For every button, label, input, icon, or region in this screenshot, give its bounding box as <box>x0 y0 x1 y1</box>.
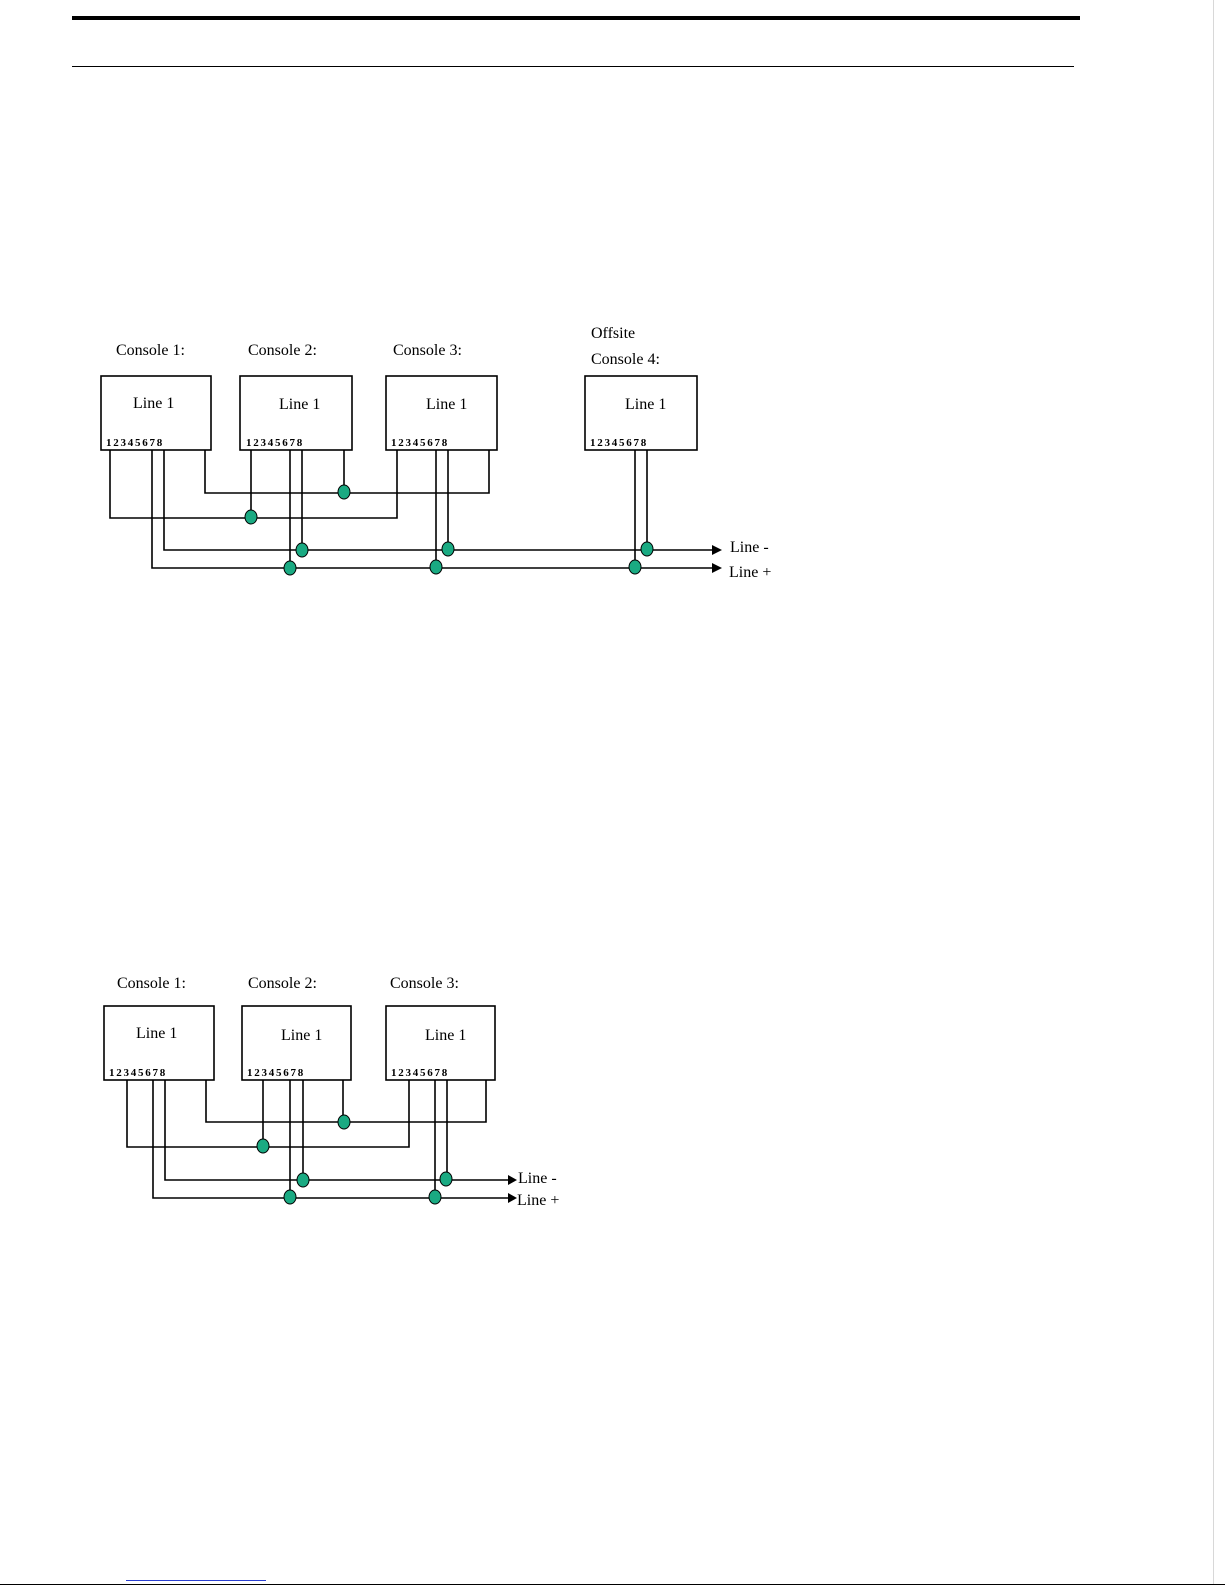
junction-dot <box>442 542 454 556</box>
line-label: Line 1 <box>281 1027 322 1044</box>
wiring-diagram-four-consoles: Console 1: Console 2: Console 3: Offsite… <box>0 310 800 600</box>
pin-numbers: 1 2 3 4 5 6 7 8 <box>109 1067 166 1079</box>
console-title: Console 1: <box>117 975 186 992</box>
console-title: Offsite <box>591 325 635 342</box>
pin-numbers: 1 2 3 4 5 6 7 8 <box>391 437 448 449</box>
junction-dot <box>629 560 641 574</box>
arrowhead <box>712 545 722 555</box>
pin-numbers: 1 2 3 4 5 6 7 8 <box>246 437 303 449</box>
arrowhead <box>508 1193 517 1203</box>
pin-numbers: 1 2 3 4 5 6 7 8 <box>590 437 647 449</box>
junction-dot <box>338 1115 350 1129</box>
console-title: Console 2: <box>248 975 317 992</box>
line-minus-wire <box>165 1080 508 1180</box>
footer-link-underline[interactable] <box>126 1580 266 1581</box>
wire <box>110 450 397 518</box>
line-minus-label: Line - <box>518 1170 557 1187</box>
console-title: Console 2: <box>248 342 317 359</box>
line-minus-wire <box>164 450 712 550</box>
junction-dot <box>641 542 653 556</box>
junction-dot <box>296 543 308 557</box>
line-label: Line 1 <box>279 396 320 413</box>
junction-dot <box>297 1173 309 1187</box>
line-label: Line 1 <box>136 1025 177 1042</box>
line-label: Line 1 <box>426 396 467 413</box>
header-rule-thin <box>72 66 1074 67</box>
junction-dot <box>429 1190 441 1204</box>
junction-dot <box>284 561 296 575</box>
junction-dot <box>430 560 442 574</box>
page-edge <box>1213 0 1214 1585</box>
arrowhead <box>508 1175 517 1185</box>
line-label: Line 1 <box>133 395 174 412</box>
console-title: Console 4: <box>591 351 660 368</box>
line-plus-label: Line + <box>517 1192 559 1209</box>
junction-dot <box>338 485 350 499</box>
line-plus-label: Line + <box>729 564 771 581</box>
header-rule-thick <box>72 16 1080 20</box>
pin-numbers: 1 2 3 4 5 6 7 8 <box>106 437 163 449</box>
console-title: Console 1: <box>116 342 185 359</box>
junction-dot <box>440 1172 452 1186</box>
junction-dot <box>245 510 257 524</box>
junction-dot <box>284 1190 296 1204</box>
console-title: Console 3: <box>393 342 462 359</box>
line-label: Line 1 <box>425 1027 466 1044</box>
junction-dot <box>257 1139 269 1153</box>
pin-numbers: 1 2 3 4 5 6 7 8 <box>391 1067 448 1079</box>
console-title: Console 3: <box>390 975 459 992</box>
arrowhead <box>712 563 722 573</box>
line-minus-label: Line - <box>730 539 769 556</box>
wiring-diagram-three-consoles: Console 1: Console 2: Console 3: Line 1 … <box>0 960 600 1220</box>
pin-numbers: 1 2 3 4 5 6 7 8 <box>247 1067 304 1079</box>
line-label: Line 1 <box>625 396 666 413</box>
wire <box>127 1080 409 1147</box>
